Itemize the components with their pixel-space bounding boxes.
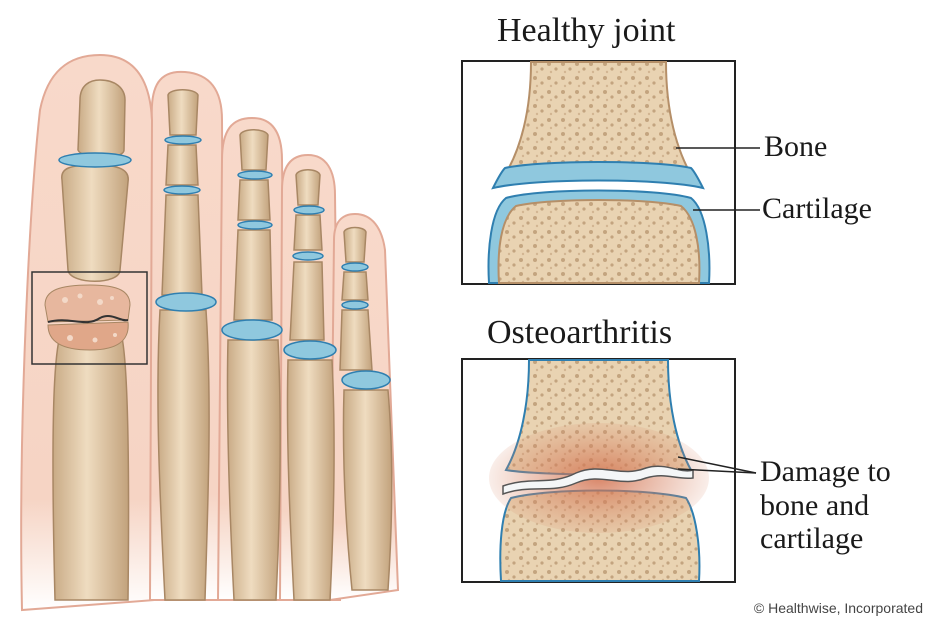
damaged-joint (45, 285, 130, 350)
damage-label: Damage to bone and cartilage (760, 455, 891, 556)
damage-label-line2: bone and (760, 489, 891, 523)
healthy-lower-bone (499, 200, 700, 283)
healthy-upper-bone (503, 62, 693, 178)
bone-label: Bone (764, 130, 827, 164)
damage-label-leaders (678, 455, 758, 485)
damage-label-line1: Damage to (760, 455, 891, 489)
osteoarthritis-title: Osteoarthritis (487, 316, 672, 350)
cartilage-label: Cartilage (762, 192, 872, 226)
damage-label-line3: cartilage (760, 522, 891, 556)
foot-illustration (0, 0, 460, 622)
healthy-joint-panel (461, 60, 736, 285)
healthy-joint-title: Healthy joint (497, 14, 675, 48)
copyright-credit: © Healthwise, Incorporated (754, 600, 923, 616)
big-toe-cartilage (59, 153, 131, 167)
